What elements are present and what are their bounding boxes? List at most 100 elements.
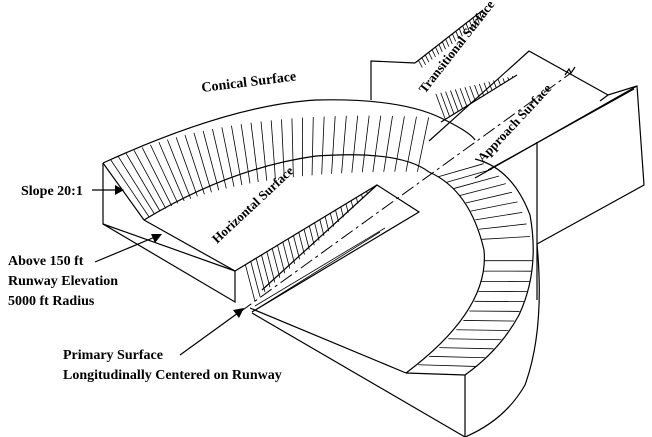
hatch-line <box>133 150 167 209</box>
conical-inner-edge <box>143 154 430 221</box>
hatch-line <box>452 33 456 42</box>
hatch-line <box>464 87 472 104</box>
hatch-line <box>372 115 382 173</box>
hatch-line <box>125 153 161 212</box>
hatch-line <box>424 54 430 63</box>
hatch-line <box>117 156 155 215</box>
hatch-line <box>445 168 492 183</box>
hatch-line <box>470 201 518 212</box>
hatch-line <box>231 125 243 186</box>
hatch-line <box>475 15 480 24</box>
hatch-line <box>458 28 463 37</box>
hatch-line <box>454 89 463 109</box>
hatch-line <box>303 228 310 251</box>
hatch-line <box>431 49 436 58</box>
label-radius: 5000 ft Radius <box>8 294 95 309</box>
hatch-line <box>428 52 433 60</box>
hatch-line <box>141 147 173 207</box>
hatch-line <box>478 223 527 230</box>
hatch-line <box>459 183 506 196</box>
hatch-line <box>453 175 500 190</box>
hatch-line <box>450 90 459 112</box>
hatch-line <box>240 124 251 184</box>
hatch-line <box>462 25 467 34</box>
hatch-line <box>418 364 476 367</box>
hatch-line <box>445 91 455 115</box>
hatch-line <box>282 241 291 269</box>
hatch-line <box>483 82 489 94</box>
runway-centerline <box>239 72 572 313</box>
hatch-line <box>250 261 261 297</box>
hatch-line <box>361 115 370 173</box>
hatch-line <box>277 244 286 274</box>
hatch-line <box>435 93 446 120</box>
hatch-line <box>440 92 451 117</box>
hatch-line <box>469 85 476 102</box>
hatch-line <box>341 115 347 174</box>
label-conical-surface: Conical Surface <box>201 69 297 95</box>
hatch-line <box>311 117 314 176</box>
hatch-line <box>418 60 423 68</box>
hatch-line <box>287 238 296 264</box>
hatch-line <box>212 128 227 189</box>
hatch-line <box>469 20 473 29</box>
hatch-line <box>497 79 501 86</box>
hatch-line <box>435 46 440 55</box>
hatch-line <box>308 225 315 246</box>
hatch-line <box>472 17 477 26</box>
hatch-line <box>421 57 426 65</box>
hatch-line <box>438 44 443 52</box>
hatch-line <box>202 130 220 191</box>
hatch-line <box>445 38 450 47</box>
approach-box <box>428 50 645 300</box>
hatch-line <box>193 132 212 193</box>
hatch-line <box>459 88 468 107</box>
label-slope: Slope 20:1 <box>21 184 83 199</box>
left-block <box>102 162 236 304</box>
hatch-line <box>319 219 325 237</box>
hatch-line <box>441 41 446 50</box>
hatch-line <box>405 116 417 172</box>
arrows <box>92 185 244 356</box>
hatch-line <box>281 119 285 179</box>
hatch-line <box>465 191 513 204</box>
hatch-line <box>502 78 505 83</box>
hatch-line <box>260 121 268 181</box>
hatch-line <box>158 141 185 202</box>
conical-outer-edge <box>102 99 476 164</box>
label-transitional-surface: Transitional Surface <box>416 0 498 96</box>
label-horizontal-surface: Horizontal Surface <box>209 163 297 246</box>
transitional-surface <box>370 9 518 123</box>
hatch-line <box>261 254 271 288</box>
hatch-line <box>110 159 150 218</box>
hatch-line <box>250 122 259 183</box>
label-primary-surface: Primary Surface <box>63 348 163 363</box>
hatch-line <box>270 120 276 180</box>
hatch-line <box>244 264 256 302</box>
hatch-line <box>167 139 192 199</box>
hatch-line <box>291 118 294 178</box>
hatch-line <box>437 163 484 178</box>
hatch-line <box>351 115 359 173</box>
hatch-line <box>448 36 453 45</box>
hatch-line <box>184 134 205 195</box>
hatch-line <box>429 355 485 359</box>
hatch-line <box>383 115 393 172</box>
hatch-line <box>455 30 460 39</box>
hatch-line <box>394 116 405 172</box>
label-longitudinally-centered: Longitudinally Centered on Runway <box>63 368 282 383</box>
hatch-line <box>465 22 470 32</box>
hatch-line <box>481 236 531 240</box>
hatch-line <box>266 251 276 283</box>
hatch-line <box>456 329 509 331</box>
hatch-line <box>271 248 281 279</box>
hatch-line <box>255 258 266 293</box>
hatch-line <box>475 212 523 221</box>
right-outer-edge <box>464 158 534 376</box>
hatch-line <box>439 347 494 350</box>
right-inner-edge <box>405 171 485 374</box>
hatch-line <box>298 232 305 255</box>
right-block-wall <box>464 243 540 437</box>
